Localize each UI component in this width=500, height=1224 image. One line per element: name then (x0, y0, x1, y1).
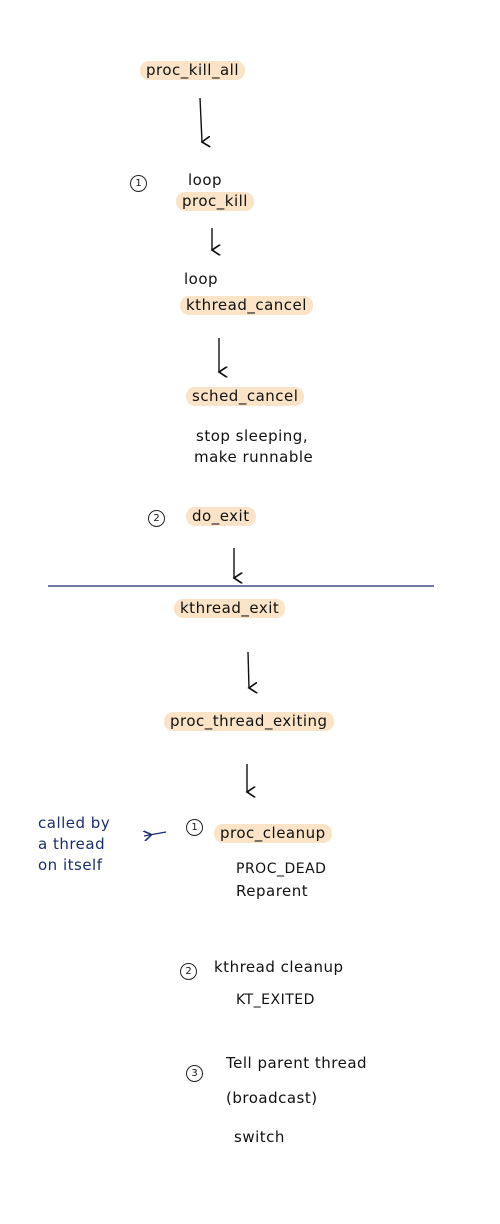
label-broadcast: (broadcast) (226, 1089, 318, 1107)
annotation-arrow (144, 832, 167, 836)
node-kthread-exit: kthread_exit (174, 599, 286, 618)
annotation-line-1: called by (38, 814, 111, 832)
step-number-1: 1 (186, 819, 203, 836)
node-do-exit: do_exit (186, 507, 256, 526)
arrow-5 (247, 651, 249, 688)
node-proc-thread-exiting: proc_thread_exiting (164, 712, 334, 731)
step-number-2: 2 (148, 510, 165, 527)
label-kt-exited: KT_EXITED (236, 992, 315, 1008)
label-reparent: Reparent (236, 882, 309, 900)
arrow-1 (199, 97, 202, 142)
label-loop: loop (188, 171, 223, 189)
step-number-2: 2 (180, 963, 197, 980)
step-number-3: 3 (186, 1065, 203, 1082)
node-sched-cancel: sched_cancel (186, 387, 305, 406)
label-proc-dead: PROC_DEAD (236, 861, 327, 877)
annotation-line-2: a thread (38, 835, 106, 853)
label-tell-parent: Tell parent thread (226, 1054, 368, 1072)
label-switch: switch (234, 1128, 285, 1146)
node-kthread-cleanup: kthread cleanup (214, 958, 344, 976)
node-kthread-cancel: kthread_cancel (180, 296, 313, 315)
label-stop-sleeping: stop sleeping, (196, 427, 309, 445)
step-number-1: 1 (130, 175, 147, 192)
label-make-runnable: make runnable (194, 448, 314, 466)
node-proc-cleanup: proc_cleanup (214, 824, 332, 843)
node-proc-kill-all: proc_kill_all (140, 61, 245, 80)
annotation-line-3: on itself (38, 856, 103, 874)
label-loop: loop (184, 270, 219, 288)
node-proc-kill: proc_kill (176, 192, 254, 211)
